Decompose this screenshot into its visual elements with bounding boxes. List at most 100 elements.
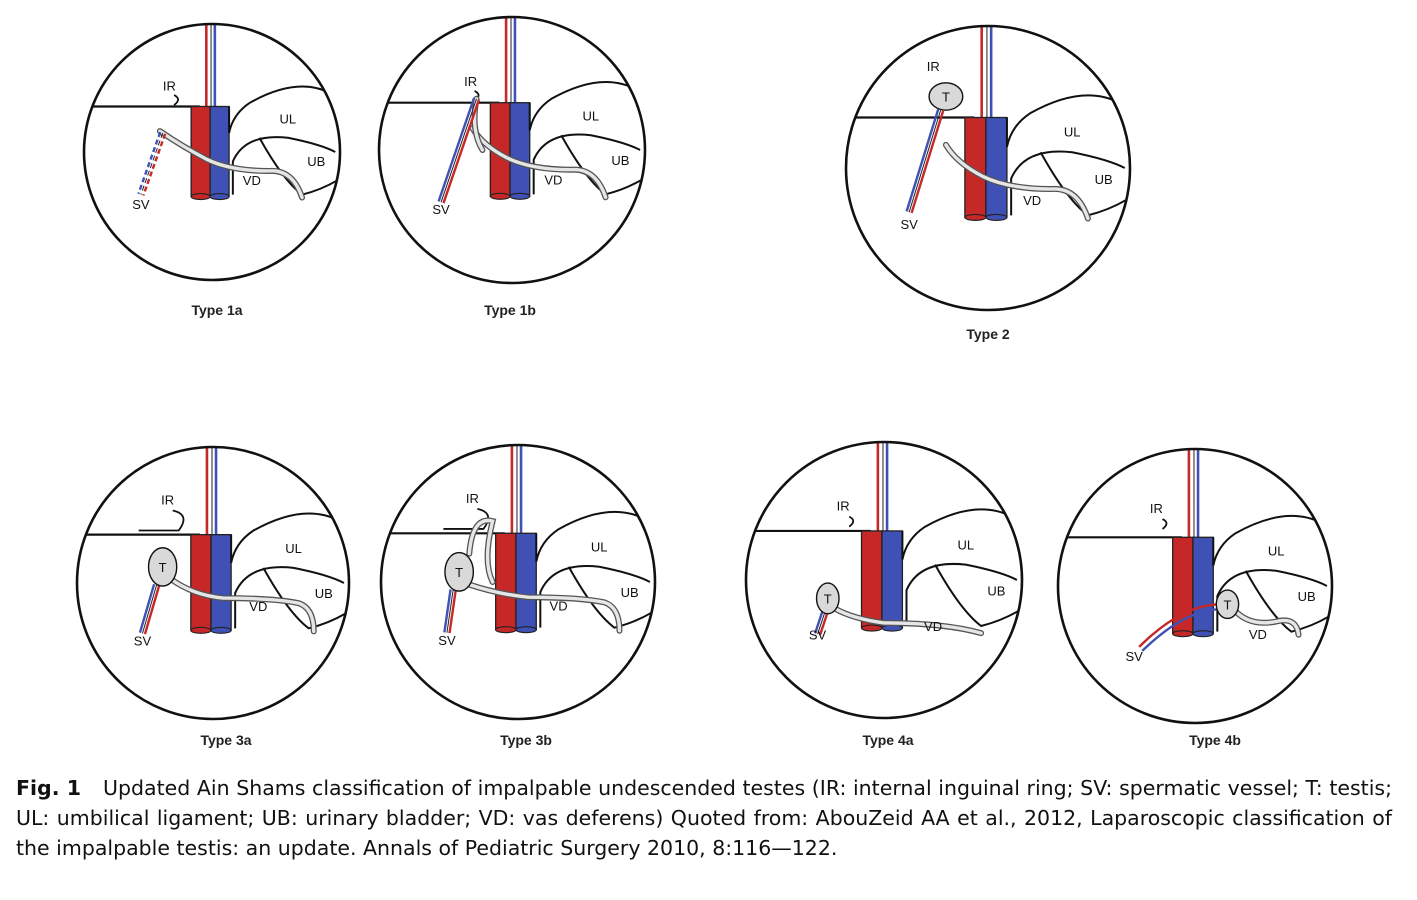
spermatic-vessel-divider [140, 132, 164, 195]
label-ub: UB [315, 586, 333, 601]
label-ub: UB [1298, 589, 1316, 604]
iliac-vein-end [515, 626, 537, 634]
label-sv: SV [809, 627, 827, 642]
spermatic-vessel-vein [138, 583, 156, 633]
umbilical-ligament [528, 80, 636, 131]
diagram-interior [746, 442, 1020, 637]
laparoscopic-view-circle [75, 445, 351, 721]
internal-ring [1161, 518, 1168, 530]
testis [444, 551, 475, 592]
iliac-artery-end [1172, 630, 1194, 638]
laparoscopic-view-circle [377, 15, 647, 285]
internal-ring [138, 509, 185, 532]
spermatic-vessel-artery [442, 99, 481, 204]
iliac-artery [190, 533, 212, 631]
label-ir: IR [837, 498, 850, 513]
label-sv: SV [134, 633, 152, 648]
urinary-bladder [1244, 570, 1330, 633]
label-ul: UL [957, 537, 974, 552]
label-vd: VD [1023, 193, 1041, 208]
label-ir: IR [161, 492, 174, 507]
testis-label: T [159, 560, 167, 575]
bladder-upper [1010, 150, 1126, 216]
vas-deferens [833, 606, 983, 635]
testis-label: T [824, 591, 832, 606]
iliac-vein [209, 105, 230, 198]
spermatic-vessel-divider [817, 612, 826, 635]
diagram-interior [381, 445, 653, 634]
label-vd: VD [544, 172, 562, 187]
iliac-artery [495, 532, 517, 631]
spermatic-vessel-artery [910, 110, 945, 214]
umbilical-ligament [1005, 94, 1120, 148]
umbilical-ligament [901, 508, 1013, 560]
label-ul: UL [583, 108, 600, 123]
label-ul: UL [285, 541, 302, 556]
laparoscopic-view-circle [379, 443, 657, 721]
iliac-vein [1192, 536, 1214, 635]
testis [815, 582, 840, 615]
testis [147, 547, 178, 587]
vas-deferens-outline [156, 128, 306, 201]
iliac-artery-end [190, 193, 211, 201]
label-ub: UB [621, 585, 639, 600]
label-ul: UL [1268, 544, 1285, 559]
spermatic-vessel-vein [437, 97, 476, 202]
laparoscopic-view-circle [844, 24, 1132, 312]
diagram-interior [77, 447, 347, 635]
iliac-artery-end [489, 192, 511, 200]
label-vd: VD [550, 598, 568, 613]
diagram-type-3a: UL UB IR T VD SV [75, 445, 351, 721]
vas-deferens [168, 577, 316, 634]
testis-label: T [1223, 597, 1231, 612]
spermatic-vessel-divider [446, 589, 454, 633]
umbilical-ligament [228, 85, 331, 134]
panel-label-type-3a: Type 3a [200, 732, 252, 748]
label-sv: SV [432, 202, 450, 217]
spermatic-vessel-vein [137, 131, 162, 195]
figure-number: Fig. 1 [16, 776, 81, 800]
spermatic-vessel-vein [813, 611, 824, 634]
diagram-interior [1058, 449, 1330, 652]
diagram-type-4a: UL UB IR T VD SV [744, 440, 1024, 720]
panel-label-type-2: Type 2 [966, 326, 1010, 342]
iliac-artery-end [860, 624, 883, 632]
laparoscopic-view-circle [1056, 447, 1334, 725]
iliac-artery [860, 530, 883, 629]
iliac-vein-end [210, 626, 232, 634]
label-ir: IR [466, 491, 479, 506]
urinary-bladder [567, 566, 653, 629]
label-vd: VD [924, 619, 942, 634]
label-sv: SV [1125, 649, 1143, 664]
spermatic-vessel-artery [143, 585, 161, 635]
label-ul: UL [591, 540, 608, 555]
iliac-vein [515, 532, 537, 631]
label-vd: VD [243, 173, 261, 188]
bladder-upper [231, 136, 336, 195]
spermatic-vessel-artery [448, 590, 457, 634]
label-ul: UL [1064, 124, 1081, 139]
label-vd: VD [249, 599, 267, 614]
label-sv: SV [438, 633, 456, 648]
spermatic-vessel-artery [142, 133, 167, 196]
panel-label-type-4b: Type 4b [1189, 732, 1241, 748]
iliac-vein-end [509, 192, 531, 200]
label-sv: SV [900, 217, 918, 232]
umbilical-ligament [230, 512, 340, 564]
bladder-upper [905, 562, 1018, 626]
bladder-upper [1216, 569, 1328, 632]
label-ub: UB [987, 583, 1005, 598]
urinary-bladder [934, 564, 1020, 628]
caption-text: Updated Ain Shams classification of impa… [16, 776, 1392, 860]
umbilical-ligament [1212, 514, 1323, 566]
spermatic-vessel-divider [908, 110, 942, 213]
panel-label-type-1a: Type 1a [191, 302, 243, 318]
laparoscopic-view-circle [744, 440, 1024, 720]
spermatic-vessel-vein [443, 589, 452, 633]
bladder-upper [539, 565, 651, 628]
iliac-vein [509, 102, 531, 197]
